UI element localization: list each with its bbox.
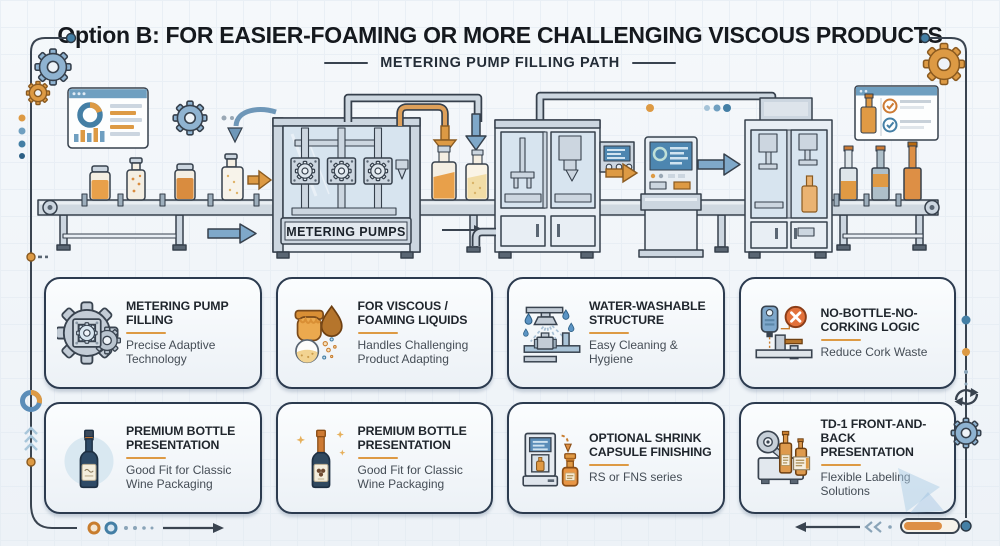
card-divider xyxy=(357,456,398,460)
card-title: METERING PUMP FILLING xyxy=(126,298,229,327)
metering-pump-unit xyxy=(363,157,393,185)
metering-pumps-label: METERING PUMPS xyxy=(286,225,406,239)
gear-icon xyxy=(173,101,207,135)
card-title: NO-BOTTLE-NO-CORKING LOGIC xyxy=(820,305,920,334)
control-kiosk xyxy=(638,136,704,258)
card-title: PREMIUM BOTTLE PRESENTATION xyxy=(126,423,236,452)
conveyor-belt xyxy=(37,193,940,253)
card-divider xyxy=(357,331,398,335)
footer-back-arrow xyxy=(795,521,892,533)
overhead-pipe xyxy=(535,91,777,122)
footer-forward-arrow xyxy=(87,521,224,535)
progress-pill xyxy=(900,518,972,534)
flow-curve-arrow xyxy=(233,107,277,127)
card-subtitle: Reduce Cork Waste xyxy=(820,345,928,360)
shrink-capsule-machine-icon xyxy=(522,432,579,487)
fill-down-arrow-blue xyxy=(465,113,487,151)
classic-wine-bottle-icon xyxy=(64,429,114,489)
sparkle-wine-bottle-icon xyxy=(295,429,345,489)
subtitle-dash-left xyxy=(324,61,369,65)
chevrons-up-icon xyxy=(24,426,38,451)
rail-dot xyxy=(962,348,970,356)
metering-pump-gears-icon xyxy=(57,301,121,365)
card-premium-bottle-1: PREMIUM BOTTLE PRESENTATION Good Fit for… xyxy=(44,402,262,514)
card-divider xyxy=(820,463,861,467)
flow-arrow-blue xyxy=(207,223,257,244)
flow-arrow-orange xyxy=(605,162,639,184)
corking-machine xyxy=(744,97,833,259)
inspection-checklist-panel xyxy=(854,85,939,141)
metering-pump-unit xyxy=(290,157,320,185)
card-divider xyxy=(589,463,629,467)
card-title: WATER-WASHABLE STRUCTURE xyxy=(589,298,706,327)
infeed-product-jars xyxy=(89,153,244,201)
card-viscous-foaming: FOR VISCOUS / FOAMING LIQUIDS Handles Ch… xyxy=(275,277,493,389)
card-subtitle: Precise Adaptive Technology xyxy=(126,338,216,367)
flow-arrow-blue xyxy=(697,153,741,176)
card-water-washable: WATER-WASHABLE STRUCTURE Easy Cleaning &… xyxy=(507,277,725,389)
washdown-spray-icon xyxy=(523,306,581,363)
finished-wine-bottles xyxy=(839,141,922,201)
side-control-panel xyxy=(599,141,635,173)
card-subtitle: RS or FNS series xyxy=(589,470,683,485)
subtitle-dash-right xyxy=(631,61,676,65)
card-subtitle: Easy Cleaning & Hygiene xyxy=(589,338,678,367)
card-subtitle: Flexible Labeling Solutions xyxy=(820,470,911,499)
filling-capping-machine xyxy=(471,119,635,259)
donut-chart-icon xyxy=(20,390,42,412)
header: Option B: FOR EASIER-FOAMING OR MORE CHA… xyxy=(0,22,1000,71)
card-title: OPTIONAL SHRINK CAPSULE FINISHING xyxy=(589,430,712,459)
rail-dot xyxy=(26,457,36,467)
card-premium-bottle-2: PREMIUM BOTTLE PRESENTATION Good Fit for… xyxy=(275,402,493,514)
card-divider xyxy=(126,331,166,335)
production-line-illustration: METERING PUMPS xyxy=(37,85,940,259)
page-subtitle: METERING PUMP FILLING PATH xyxy=(0,55,1000,71)
metering-pumps-machine: METERING PUMPS xyxy=(272,117,421,259)
card-title: FOR VISCOUS / FOAMING LIQUIDS xyxy=(357,298,468,327)
metering-pump-unit xyxy=(326,157,357,185)
card-divider xyxy=(820,338,861,342)
honey-jar-flask-icon xyxy=(294,304,343,364)
labeling-machine-icon xyxy=(755,430,810,485)
page-title: Option B: FOR EASIER-FOAMING OR MORE CHA… xyxy=(57,22,943,48)
feature-cards: METERING PUMP FILLING Precise Adaptive T… xyxy=(44,277,956,514)
card-subtitle: Good Fit for Classic Wine Packaging xyxy=(357,463,463,492)
card-shrink-capsule: OPTIONAL SHRINK CAPSULE FINISHING RS or … xyxy=(507,402,725,514)
card-td1-labeling: TD-1 FRONT-AND-BACK PRESENTATION Flexibl… xyxy=(738,402,956,514)
card-no-bottle-no-corking: NO-BOTTLE-NO-CORKING LOGIC Reduce Cork W… xyxy=(738,277,956,389)
card-divider xyxy=(589,331,629,335)
flow-arrow-orange xyxy=(247,169,273,191)
refresh-icon xyxy=(954,388,979,406)
page-subtitle-text: METERING PUMP FILLING PATH xyxy=(380,55,620,71)
card-divider xyxy=(126,456,166,460)
card-subtitle: Good Fit for Classic Wine Packaging xyxy=(126,463,232,492)
card-title: TD-1 FRONT-AND-BACK PRESENTATION xyxy=(820,416,927,459)
card-metering-pump-filling: METERING PUMP FILLING Precise Adaptive T… xyxy=(44,277,262,389)
dashboard-window-icon xyxy=(67,87,149,149)
card-title: PREMIUM BOTTLE PRESENTATION xyxy=(357,423,467,452)
rail-dot xyxy=(961,315,971,325)
filled-bottles xyxy=(431,145,489,201)
card-subtitle: Handles Challenging Product Adapting xyxy=(357,338,469,367)
sensor-no-bottle-icon xyxy=(754,305,813,360)
